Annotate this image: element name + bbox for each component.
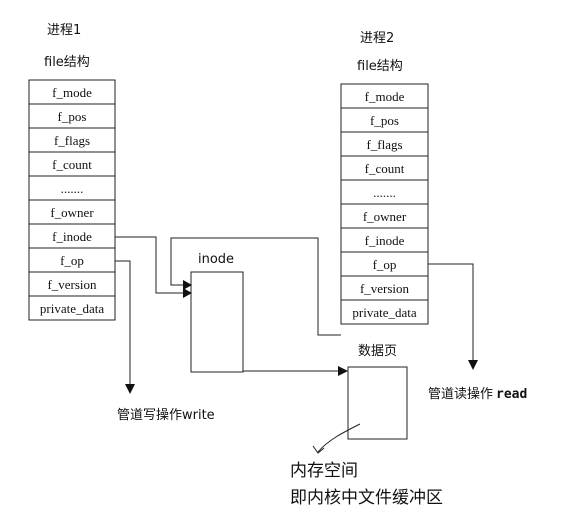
p2-op-arrowhead [468, 360, 478, 370]
inode-label: inode [198, 252, 234, 267]
data-page-box [347, 366, 408, 440]
process2-field-cell [340, 83, 429, 109]
p1-inode-connector [115, 236, 184, 294]
p2-inode-connector [170, 237, 341, 336]
process2-field-cell [340, 299, 429, 325]
process2-field-cell [340, 227, 429, 253]
process2-field-cell [340, 275, 429, 301]
process2-field-label: f_owner [363, 209, 407, 224]
process1-title: 进程1 [47, 23, 81, 38]
process1-field-label: f_owner [50, 205, 94, 220]
process1-field-label: f_count [52, 157, 92, 172]
process1-field-cell [28, 247, 116, 273]
process1-field-label: private_data [40, 301, 104, 316]
process1-field-cell [28, 199, 116, 225]
pipe-read-prefix: 管道读操作 [428, 386, 493, 402]
process2-field-label: private_data [352, 305, 416, 320]
process2-field-label: f_count [365, 161, 405, 176]
memory-caption-line2: 即内核中文件缓冲区 [290, 488, 443, 508]
process2-field-label: f_flags [366, 137, 402, 152]
process1-field-cell [28, 295, 116, 321]
process1-field-label: ....... [61, 181, 84, 196]
pipe-write-label: 管道写操作write [117, 407, 215, 423]
process1-field-label: f_inode [52, 229, 92, 244]
memory-pointer [317, 423, 361, 453]
memory-caption-line1: 内存空间 [290, 461, 358, 481]
p1-inode-arrowhead [183, 288, 192, 298]
inode-data-arrowhead [338, 366, 348, 376]
inode-box [190, 271, 244, 373]
process1-field-label: f_pos [58, 109, 87, 124]
process2-field-label: ....... [373, 185, 396, 200]
process1-subtitle: file结构 [44, 55, 90, 70]
process2-field-label: f_inode [365, 233, 405, 248]
process2-field-label: f_version [360, 281, 410, 296]
process2-file-struct: f_mode f_pos f_flags f_count....... f_ownerf… [340, 83, 429, 325]
process1-file-struct: f_mode f_pos f_flags f_count....... f_ownerf… [28, 79, 116, 321]
memory-pointer-head [312, 445, 325, 454]
p2-inode-arrowhead [183, 280, 192, 290]
process2-field-cell [340, 107, 429, 133]
process2-subtitle: file结构 [357, 59, 403, 74]
p2-op-connector [428, 263, 474, 361]
data-page-label: 数据页 [358, 344, 397, 359]
process1-field-cell [28, 103, 116, 129]
process1-field-label: f_version [47, 277, 97, 292]
process1-field-label: f_mode [52, 85, 92, 100]
p1-op-connector [115, 260, 131, 385]
process2-field-label: f_pos [370, 113, 399, 128]
process1-field-cell [28, 151, 116, 177]
pipe-read-suffix: read [496, 387, 527, 402]
process1-field-label: f_flags [54, 133, 90, 148]
process1-field-label: f_op [60, 253, 84, 268]
process1-field-cell [28, 79, 116, 105]
process2-field-label: f_mode [365, 89, 405, 104]
process2-field-cell [340, 155, 429, 181]
process2-title: 进程2 [360, 31, 394, 46]
process2-field-cell [340, 251, 429, 277]
p1-op-arrowhead [125, 384, 135, 394]
process2-field-label: f_op [373, 257, 397, 272]
process2-field-cell [340, 203, 429, 229]
